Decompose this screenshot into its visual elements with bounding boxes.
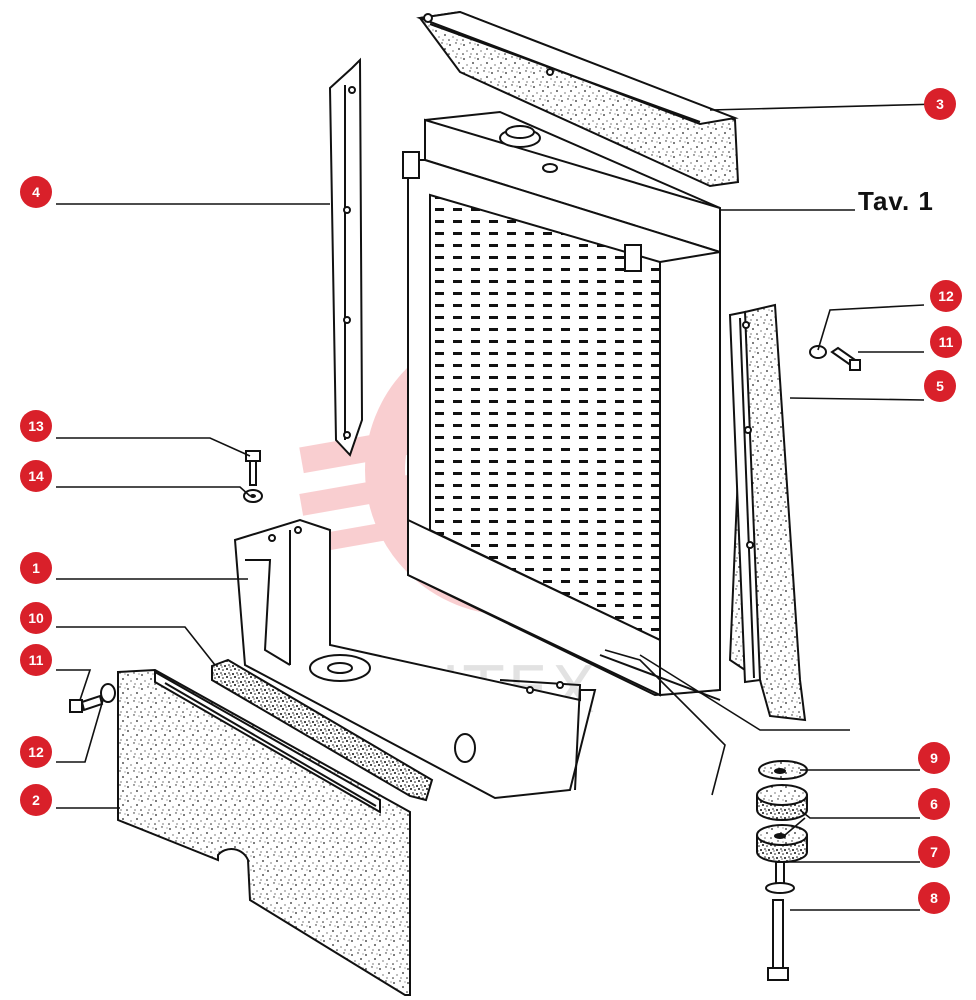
svg-text:7: 7	[930, 844, 938, 860]
bottom-cover-plate	[117, 668, 411, 996]
upper-bolt-washer	[809, 345, 861, 371]
svg-text:2: 2	[32, 792, 40, 808]
callout-1: 1	[20, 552, 52, 584]
svg-text:4: 4	[32, 184, 40, 200]
svg-text:8: 8	[930, 890, 938, 906]
radiator-core	[402, 110, 721, 701]
right-side-seal	[728, 303, 807, 722]
callout-12-upper: 12	[930, 280, 962, 312]
svg-text:9: 9	[930, 750, 938, 766]
svg-text:1: 1	[32, 560, 40, 576]
callout-6: 6	[918, 788, 950, 820]
plate-title: Tav. 1	[858, 186, 934, 216]
callout-4: 4	[20, 176, 52, 208]
leader-lines	[56, 103, 941, 911]
callout-3: 3	[924, 88, 956, 120]
svg-text:14: 14	[28, 468, 44, 484]
svg-text:11: 11	[939, 334, 954, 350]
lower-bolt-washer	[69, 683, 116, 713]
lower-seal-strip	[211, 658, 434, 802]
callout-9: 9	[918, 742, 950, 774]
mount-bolt-13	[243, 450, 263, 503]
svg-text:10: 10	[28, 610, 44, 626]
callout-11-lower: 11	[20, 644, 52, 676]
callout-8: 8	[918, 882, 950, 914]
callout-11-upper: 11	[930, 326, 962, 358]
top-seal-strip	[416, 10, 740, 188]
base-cradle	[233, 518, 597, 800]
left-side-bracket	[328, 57, 364, 457]
svg-text:12: 12	[938, 288, 954, 304]
callout-14: 14	[20, 460, 52, 492]
callout-12-lower: 12	[20, 736, 52, 768]
svg-text:5: 5	[936, 378, 944, 394]
svg-text:13: 13	[28, 418, 44, 434]
callout-5: 5	[924, 370, 956, 402]
svg-text:12: 12	[28, 744, 44, 760]
rubber-mount-stack	[756, 760, 808, 981]
callout-2: 2	[20, 784, 52, 816]
callout-10: 10	[20, 602, 52, 634]
svg-text:3: 3	[936, 96, 944, 112]
svg-text:6: 6	[930, 796, 938, 812]
callout-13: 13	[20, 410, 52, 442]
callout-7: 7	[918, 836, 950, 868]
svg-text:11: 11	[29, 652, 44, 668]
